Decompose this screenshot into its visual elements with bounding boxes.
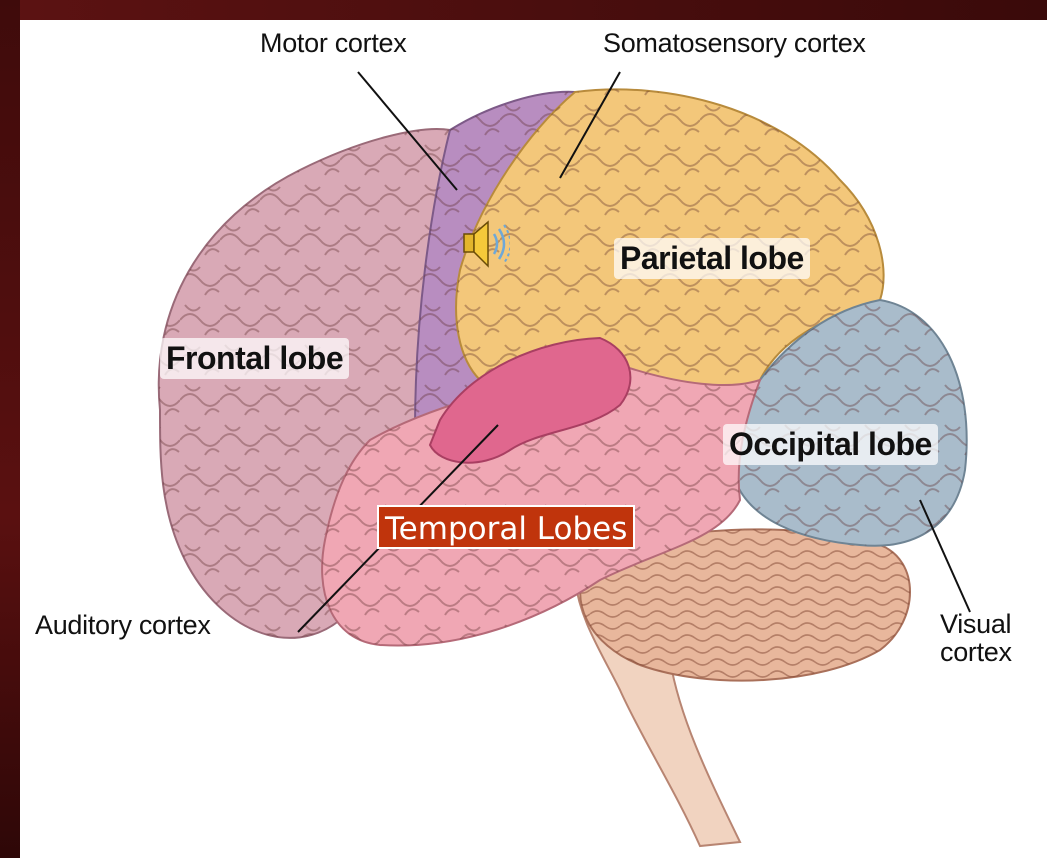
label-motor-cortex: Motor cortex (260, 28, 406, 59)
slide-frame-left (0, 0, 20, 858)
label-visual-cortex: Visual cortex (940, 610, 1012, 666)
label-parietal-lobe: Parietal lobe (614, 238, 810, 279)
label-frontal-lobe: Frontal lobe (160, 338, 349, 379)
label-visual-cortex-line1: Visual (940, 610, 1012, 638)
label-occipital-lobe: Occipital lobe (723, 424, 938, 465)
label-temporal-lobes: Temporal Lobes (377, 505, 635, 549)
label-somatosensory-cortex: Somatosensory cortex (603, 28, 866, 59)
slide-frame-top (0, 0, 1047, 20)
label-auditory-cortex: Auditory cortex (35, 610, 211, 641)
label-visual-cortex-line2: cortex (940, 638, 1012, 666)
speaker-icon[interactable] (458, 216, 510, 272)
diagram-canvas: Motor cortex Somatosensory cortex Pariet… (20, 20, 1047, 858)
